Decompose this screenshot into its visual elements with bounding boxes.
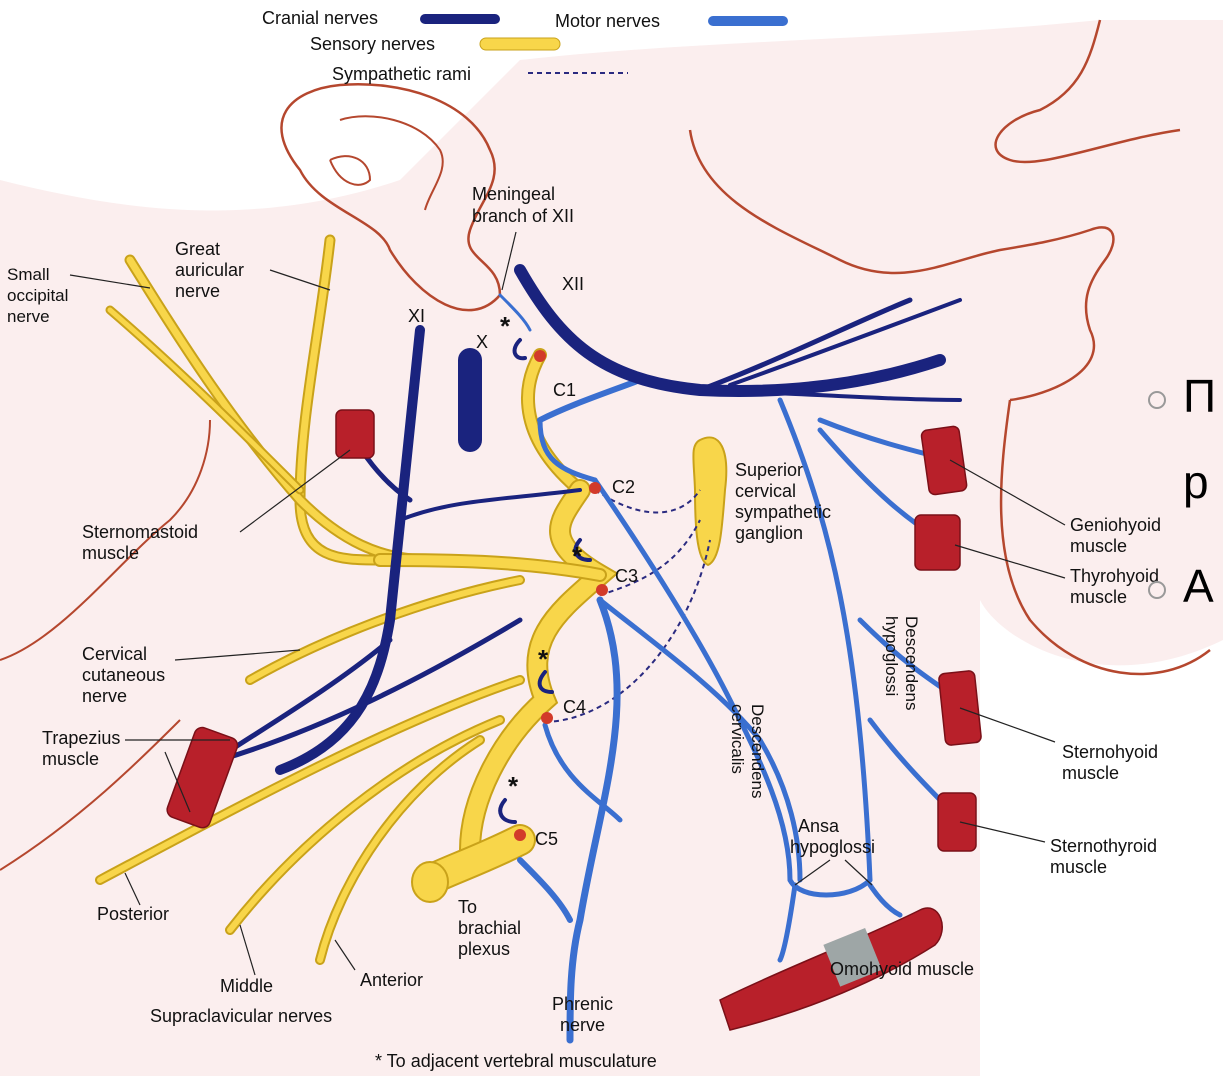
label-c1: C1 — [553, 380, 576, 400]
label-x: X — [476, 332, 488, 352]
label-to-brachial-1: To — [458, 897, 477, 917]
overlay-text-3: А — [1183, 560, 1214, 612]
label-cervical-cut-1: Cervical — [82, 644, 147, 664]
label-geniohyoid-1: Geniohyoid — [1070, 515, 1161, 535]
label-geniohyoid-2: muscle — [1070, 536, 1127, 556]
label-desc-cerv-2: cervicalis — [728, 704, 747, 774]
overlay-text-1: П — [1183, 370, 1216, 422]
c3-dot — [596, 584, 608, 596]
label-phrenic-2: nerve — [560, 1015, 605, 1035]
star-c3: * — [572, 541, 583, 571]
label-c2: C2 — [612, 477, 635, 497]
label-thyrohyoid-1: Thyrohyoid — [1070, 566, 1159, 586]
legend-cranial-swatch — [420, 14, 500, 24]
label-superior-4: ganglion — [735, 523, 803, 543]
label-posterior: Posterior — [97, 904, 169, 924]
label-c5: C5 — [535, 829, 558, 849]
legend-sensory-label: Sensory nerves — [310, 34, 435, 54]
c5-dot — [514, 829, 526, 841]
label-small-occ-2: occipital — [7, 286, 68, 305]
label-cervical-cut-2: cutaneous — [82, 665, 165, 685]
label-superior-2: cervical — [735, 481, 796, 501]
label-phrenic-1: Phrenic — [552, 994, 613, 1014]
thyrohyoid-muscle-cut — [915, 515, 960, 570]
label-meningeal-1: Meningeal — [472, 184, 555, 204]
legend-sensory-swatch — [480, 38, 560, 50]
sternothyroid-muscle-cut — [938, 793, 976, 851]
label-xi: XI — [408, 306, 425, 326]
label-great-aur-2: auricular — [175, 260, 244, 280]
label-desc-hyp-1: Descendens — [902, 616, 921, 711]
label-trapezius-2: muscle — [42, 749, 99, 769]
brachial-trunk-cut-end — [412, 862, 448, 902]
label-sternomastoid-2: muscle — [82, 543, 139, 563]
c1-dot — [534, 350, 546, 362]
star-c4: * — [538, 644, 549, 674]
label-to-brachial-2: brachial — [458, 918, 521, 938]
c2-dot — [589, 482, 601, 494]
label-c4: C4 — [563, 697, 586, 717]
label-superior-1: Superior — [735, 460, 803, 480]
label-xii: XII — [562, 274, 584, 294]
neck-skin-region — [0, 20, 1223, 1076]
legend-sympathetic-label: Sympathetic rami — [332, 64, 471, 84]
sternomastoid-muscle-cut — [336, 410, 374, 458]
label-superior-3: sympathetic — [735, 502, 831, 522]
label-desc-cerv-1: Descendens — [748, 704, 767, 799]
label-great-aur-3: nerve — [175, 281, 220, 301]
legend-motor-swatch — [708, 16, 788, 26]
label-anterior: Anterior — [360, 970, 423, 990]
c4-dot — [541, 712, 553, 724]
label-supraclav: Supraclavicular nerves — [150, 1006, 332, 1026]
legend-cranial-label: Cranial nerves — [262, 8, 378, 28]
star-c5: * — [508, 771, 519, 801]
label-trapezius-1: Trapezius — [42, 728, 120, 748]
overlay-text-2: р — [1183, 456, 1209, 508]
label-omohyoid: Omohyoid muscle — [830, 959, 974, 979]
geniohyoid-muscle-cut — [921, 426, 968, 496]
label-meningeal-2: branch of XII — [472, 206, 574, 226]
label-ansa-1: Ansa — [798, 816, 840, 836]
label-sternohyoid-1: Sternohyoid — [1062, 742, 1158, 762]
label-small-occ-3: nerve — [7, 307, 50, 326]
label-cervical-cut-3: nerve — [82, 686, 127, 706]
label-to-brachial-3: plexus — [458, 939, 510, 959]
label-c3: C3 — [615, 566, 638, 586]
label-sternohyoid-2: muscle — [1062, 763, 1119, 783]
legend-motor-label: Motor nerves — [555, 11, 660, 31]
footnote: * To adjacent vertebral musculature — [375, 1051, 657, 1071]
label-great-aur-1: Great — [175, 239, 220, 259]
label-sternomastoid-1: Sternomastoid — [82, 522, 198, 542]
label-middle: Middle — [220, 976, 273, 996]
star-c1: * — [500, 311, 511, 341]
ear-inner-2 — [330, 156, 370, 185]
label-sternothyroid-2: muscle — [1050, 857, 1107, 877]
label-small-occ-1: Small — [7, 265, 50, 284]
label-ansa-2: hypoglossi — [790, 837, 875, 857]
label-sternothyroid-1: Sternothyroid — [1050, 836, 1157, 856]
label-desc-hyp-2: hypoglossi — [882, 616, 901, 696]
label-thyrohyoid-2: muscle — [1070, 587, 1127, 607]
